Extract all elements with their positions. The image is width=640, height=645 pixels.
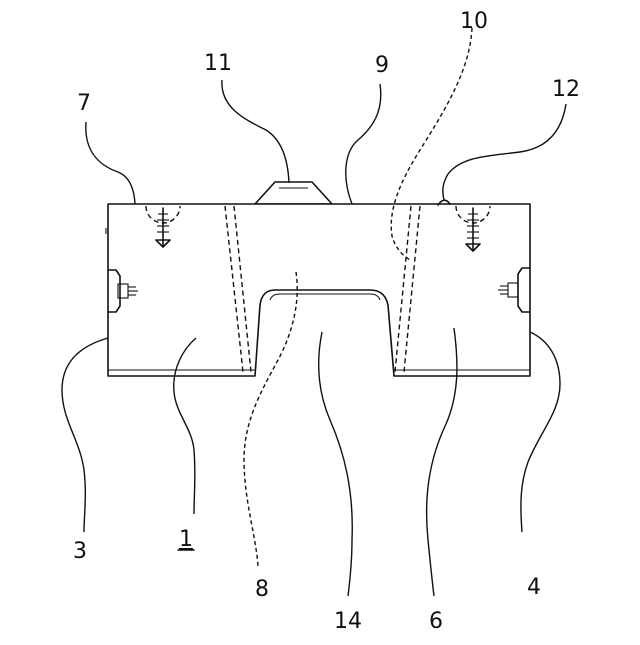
label-4: 4	[527, 575, 541, 600]
leader-12	[443, 104, 566, 200]
label-7: 7	[77, 91, 91, 116]
label-3: 3	[73, 539, 87, 564]
label-12: 12	[552, 77, 580, 102]
slot-inner-edge	[270, 294, 380, 300]
leader-11	[222, 80, 289, 183]
leader-3	[62, 338, 108, 532]
label-9: 9	[375, 53, 389, 78]
label-14: 14	[334, 609, 362, 634]
label-10: 10	[460, 9, 488, 34]
leader-14	[319, 332, 353, 596]
leader-9	[346, 84, 381, 204]
label-1: 1	[179, 527, 193, 552]
label-8: 8	[255, 577, 269, 602]
label-11: 11	[204, 51, 232, 76]
leader-7	[86, 122, 135, 204]
top-bump	[255, 182, 332, 204]
label-6: 6	[429, 609, 443, 634]
